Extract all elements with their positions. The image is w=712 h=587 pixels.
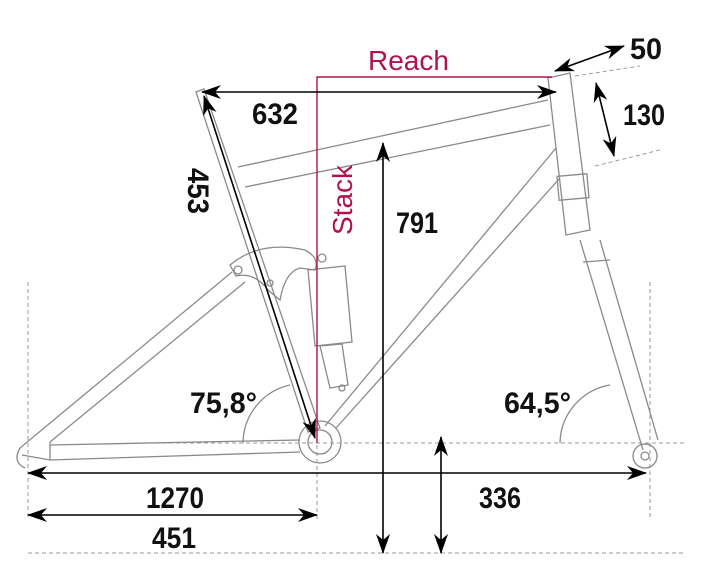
top-tube-value: 632 (252, 98, 298, 131)
dimension-values: 632 453 791 50 130 75,8° 64,5° 1270 451 … (146, 33, 665, 555)
wheelbase-value: 1270 (146, 482, 204, 515)
reach-label: Reach (368, 45, 449, 76)
head-angle-value: 64,5° (504, 387, 571, 420)
reference-lines (27, 65, 685, 554)
dimension-arrows (27, 45, 647, 554)
bb-height-value: 336 (479, 482, 521, 515)
head-offset-value: 50 (630, 33, 662, 66)
stack-value: 791 (396, 207, 438, 240)
seat-tube-value: 453 (181, 168, 214, 214)
seat-angle-value: 75,8° (190, 387, 257, 420)
chainstay-value: 451 (152, 522, 196, 555)
stack-label: Stack (327, 164, 358, 235)
head-tube-value: 130 (623, 99, 665, 132)
reach-stack-guides: Reach Stack (316, 45, 552, 443)
